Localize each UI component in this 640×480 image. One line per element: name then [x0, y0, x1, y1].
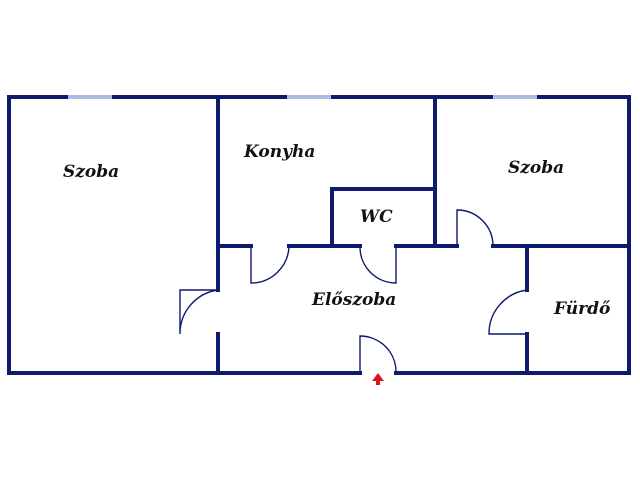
room-label-wc: WC — [360, 207, 393, 227]
door-kitchen — [250, 245, 290, 284]
doors — [179, 209, 528, 374]
room-label-furdo: Fürdő — [553, 299, 611, 319]
door-bathroom — [488, 289, 528, 335]
room-labels: Szoba Konyha Szoba WC Előszoba Fürdő — [63, 142, 611, 319]
interior-walls — [216, 95, 631, 375]
room-label-eloszoba: Előszoba — [311, 290, 396, 310]
door-wc — [359, 245, 397, 284]
door-left-room — [179, 289, 219, 335]
room-label-szoba-left: Szoba — [63, 162, 119, 182]
door-right-room — [456, 209, 494, 247]
room-label-konyha: Konyha — [243, 142, 315, 162]
door-entrance — [359, 335, 397, 374]
outer-walls — [7, 95, 631, 375]
up-arrow-icon — [372, 373, 384, 385]
room-label-szoba-right: Szoba — [508, 158, 564, 178]
